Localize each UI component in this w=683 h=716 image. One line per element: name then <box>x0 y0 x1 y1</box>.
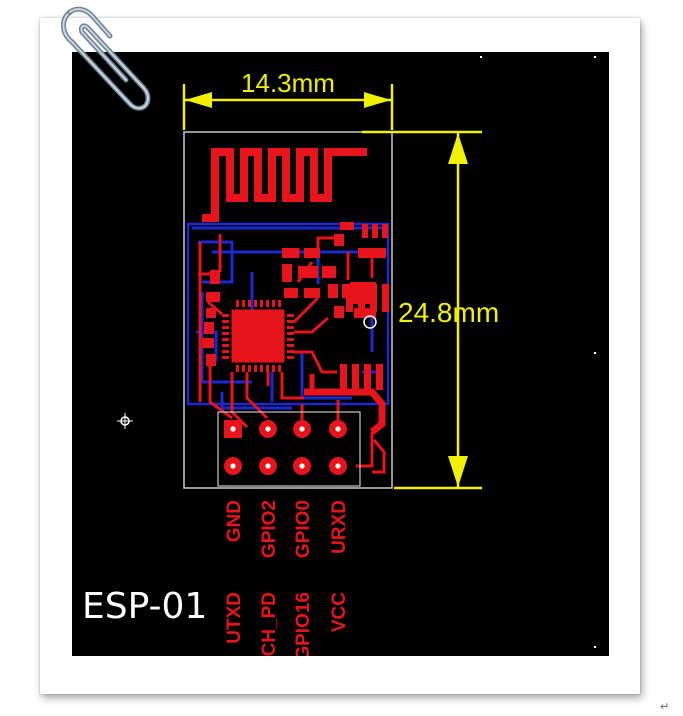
height-dimension: 24.8mm <box>362 130 499 490</box>
top-copper-layer <box>198 222 389 474</box>
pin-label-gpio0: GPIO0 <box>293 500 314 558</box>
width-dimension: 14.3mm <box>182 68 394 130</box>
pin-label-gnd: GND <box>224 500 245 542</box>
model-label: ESP-01 <box>82 586 207 627</box>
return-icon: ↵ <box>660 700 670 713</box>
crosshair-icon <box>117 413 133 429</box>
header-pads <box>224 420 347 475</box>
width-label: 14.3mm <box>241 68 335 98</box>
pin-label-utxd: UTXD <box>224 592 245 644</box>
height-label: 24.8mm <box>398 297 499 328</box>
board-outline <box>183 131 393 489</box>
antenna-trace <box>202 148 367 222</box>
pin-labels: GND GPIO2 GPIO0 URXD UTXD CH_PD GPIO16 V… <box>224 500 350 656</box>
pcb-canvas: 14.3mm 24.8mm GND GPIO2 GPIO0 URXD UTXD … <box>72 52 609 656</box>
pin-label-ch-pd: CH_PD <box>259 592 280 656</box>
paperclip-icon <box>61 6 151 111</box>
pin-label-urxd: URXD <box>329 500 350 554</box>
esp8266-chip <box>231 309 285 363</box>
pad-row-bottom <box>224 457 347 475</box>
pin-label-gpio2: GPIO2 <box>259 500 280 558</box>
corner-marks <box>480 56 596 648</box>
pin-label-gpio16: GPIO16 <box>293 592 314 656</box>
test-point <box>363 315 377 329</box>
header-outline <box>217 411 361 487</box>
pin-label-vcc: VCC <box>329 592 350 632</box>
pcb-board <box>183 131 393 489</box>
pad-row-top <box>224 420 347 438</box>
